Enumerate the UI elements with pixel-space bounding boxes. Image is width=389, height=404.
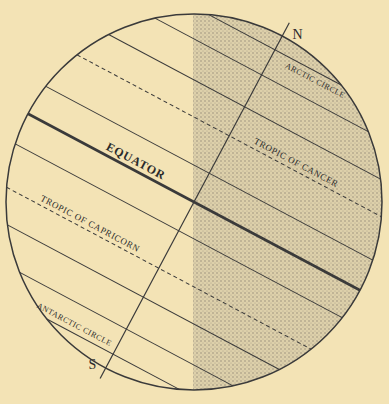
pole-label: S [88,358,96,372]
night-shading [193,0,389,404]
parallel-label: ANTARCTIC CIRCLE [35,302,113,348]
globe-outline [6,14,382,390]
earth-axis [100,23,289,379]
pole-label: N [292,28,302,42]
